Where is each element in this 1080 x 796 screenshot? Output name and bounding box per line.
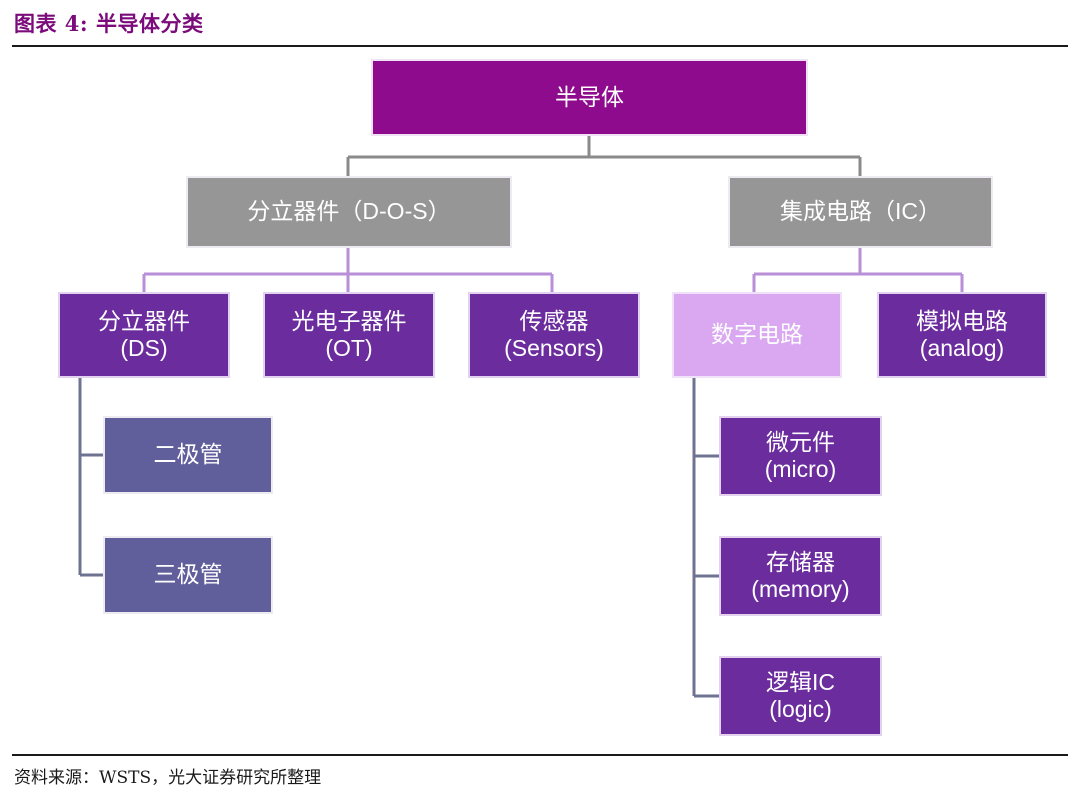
title-divider: [12, 45, 1068, 47]
node-memory[interactable]: 存储器 (memory): [719, 536, 882, 616]
node-triode[interactable]: 三极管: [103, 536, 273, 614]
node-analog-circuit[interactable]: 模拟电路 (analog): [877, 292, 1047, 378]
connector-lines: [78, 136, 964, 698]
node-diode[interactable]: 二极管: [103, 416, 273, 494]
node-microcomponent-micro[interactable]: 微元件 (micro): [719, 416, 882, 496]
connector-ds-to-level4: [78, 378, 103, 577]
footer-divider: [12, 754, 1068, 756]
connector-dos-to-level3: [142, 248, 554, 292]
semiconductor-classification-diagram: 半导体 分立器件（D-O-S） 集成电路（IC） 分立器件 (DS) 光电子器件…: [0, 48, 1080, 752]
page-title: 图表 4: 半导体分类: [14, 11, 204, 36]
connector-ic-to-level3: [752, 248, 964, 292]
node-logic-ic[interactable]: 逻辑IC (logic): [719, 656, 882, 736]
node-discrete-semiconductor-ds[interactable]: 分立器件 (DS): [58, 292, 230, 378]
node-discrete-devices-dos[interactable]: 分立器件（D-O-S）: [186, 176, 512, 248]
node-integrated-circuit-ic[interactable]: 集成电路（IC）: [728, 176, 993, 248]
node-sensors[interactable]: 传感器 (Sensors): [468, 292, 640, 378]
source-note: 资料来源：WSTS，光大证券研究所整理: [14, 768, 322, 788]
connector-root-to-level2: [346, 136, 862, 176]
node-optoelectronics-ot[interactable]: 光电子器件 (OT): [263, 292, 435, 378]
connector-digital-to-level4: [692, 378, 719, 698]
node-semiconductor[interactable]: 半导体: [371, 59, 808, 136]
node-digital-circuit[interactable]: 数字电路: [672, 292, 842, 378]
